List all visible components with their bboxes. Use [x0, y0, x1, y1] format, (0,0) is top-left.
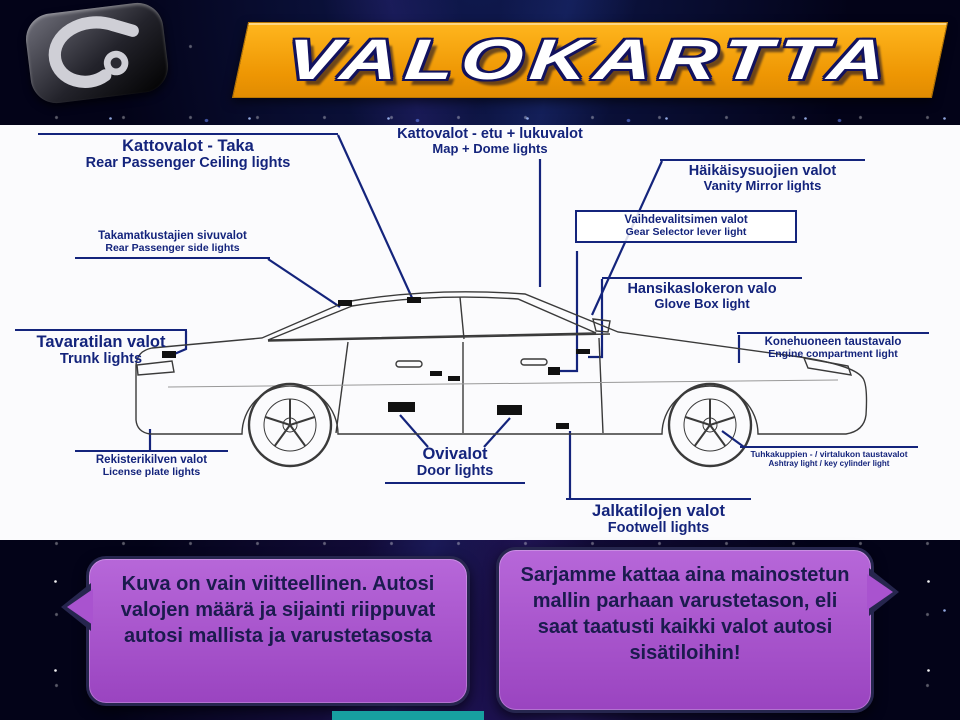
label-fi: Kattovalot - Taka — [122, 137, 254, 155]
label-fi: Kattovalot - etu + lukuvalot — [397, 126, 583, 142]
car-illustration — [135, 134, 868, 499]
label-gear-selector-light: Vaihdevalitsimen valot Gear Selector lev… — [575, 210, 797, 243]
label-en: License plate lights — [102, 465, 201, 478]
label-glove-box-light: Hansikaslokeron valo Glove Box light — [602, 277, 802, 312]
diagram-panel: Kattovalot - Taka Rear Passenger Ceiling… — [0, 125, 960, 540]
label-fi: Tuhkakuppien - / virtalukon taustavalot — [750, 449, 908, 459]
page-title: VALOKARTTA — [283, 28, 897, 92]
label-en: Map + Dome lights — [432, 141, 548, 157]
label-fi: Takamatkustajien sivuvalot — [98, 230, 247, 242]
label-license-plate-lights: Rekisterikilven valot License plate ligh… — [75, 450, 228, 479]
light-markers — [162, 297, 590, 429]
label-fi: Jalkatilojen valot — [592, 502, 725, 520]
hook-logo-icon — [48, 16, 139, 88]
title-banner: VALOKARTTA — [231, 22, 949, 98]
label-map-dome-lights: Kattovalot - etu + lukuvalot Map + Dome … — [360, 126, 620, 157]
label-en: Engine compartment light — [768, 347, 898, 360]
label-fi: Hansikaslokeron valo — [627, 281, 777, 297]
label-vanity-mirror-lights: Häikäisysuojien valot Vanity Mirror ligh… — [660, 159, 865, 194]
right-bubble-text: Sarjamme kattaa aina mainostetun mallin … — [520, 564, 850, 664]
label-fi: Tavaratilan valot — [36, 333, 166, 351]
brand-logo — [23, 0, 171, 107]
label-fi: Vaihdevalitsimen valot — [624, 214, 748, 226]
left-speech-bubble: Kuva on vain viitteellinen. Autosi valoj… — [61, 556, 470, 706]
label-fi: Ovivalot — [422, 445, 488, 463]
label-en: Rear Passenger Ceiling lights — [85, 155, 291, 172]
wheels — [247, 382, 753, 468]
label-trunk-lights: Tavaratilan valot Trunk lights — [15, 329, 187, 368]
label-door-lights: Ovivalot Door lights — [385, 445, 525, 484]
label-rear-passenger-side-lights: Takamatkustajien sivuvalot Rear Passenge… — [75, 230, 270, 259]
label-engine-compartment-light: Konehuoneen taustavalo Engine compartmen… — [737, 332, 929, 361]
label-en: Glove Box light — [654, 296, 750, 312]
label-en: Footwell lights — [607, 520, 710, 537]
label-en: Vanity Mirror lights — [703, 178, 822, 194]
label-fi: Rekisterikilven valot — [95, 454, 208, 466]
label-ashtray-key-light: Tuhkakuppien - / virtalukon taustavalot … — [740, 446, 918, 468]
label-rear-ceiling-lights: Kattovalot - Taka Rear Passenger Ceiling… — [38, 133, 338, 172]
label-en: Rear Passenger side lights — [105, 241, 240, 254]
leader-lines — [148, 134, 745, 499]
label-en: Door lights — [416, 463, 494, 480]
car-body — [135, 291, 868, 435]
label-footwell-lights: Jalkatilojen valot Footwell lights — [566, 498, 751, 537]
label-fi: Konehuoneen taustavalo — [764, 336, 902, 348]
label-en: Ashtray light / key cylinder light — [768, 458, 890, 468]
label-en: Trunk lights — [59, 351, 143, 368]
label-fi: Häikäisysuojien valot — [688, 163, 837, 179]
label-en: Gear Selector lever light — [625, 225, 747, 238]
left-bubble-text: Kuva on vain viitteellinen. Autosi valoj… — [120, 573, 436, 647]
watermark-strip — [332, 711, 484, 720]
right-speech-bubble: Sarjamme kattaa aina mainostetun mallin … — [496, 547, 899, 713]
